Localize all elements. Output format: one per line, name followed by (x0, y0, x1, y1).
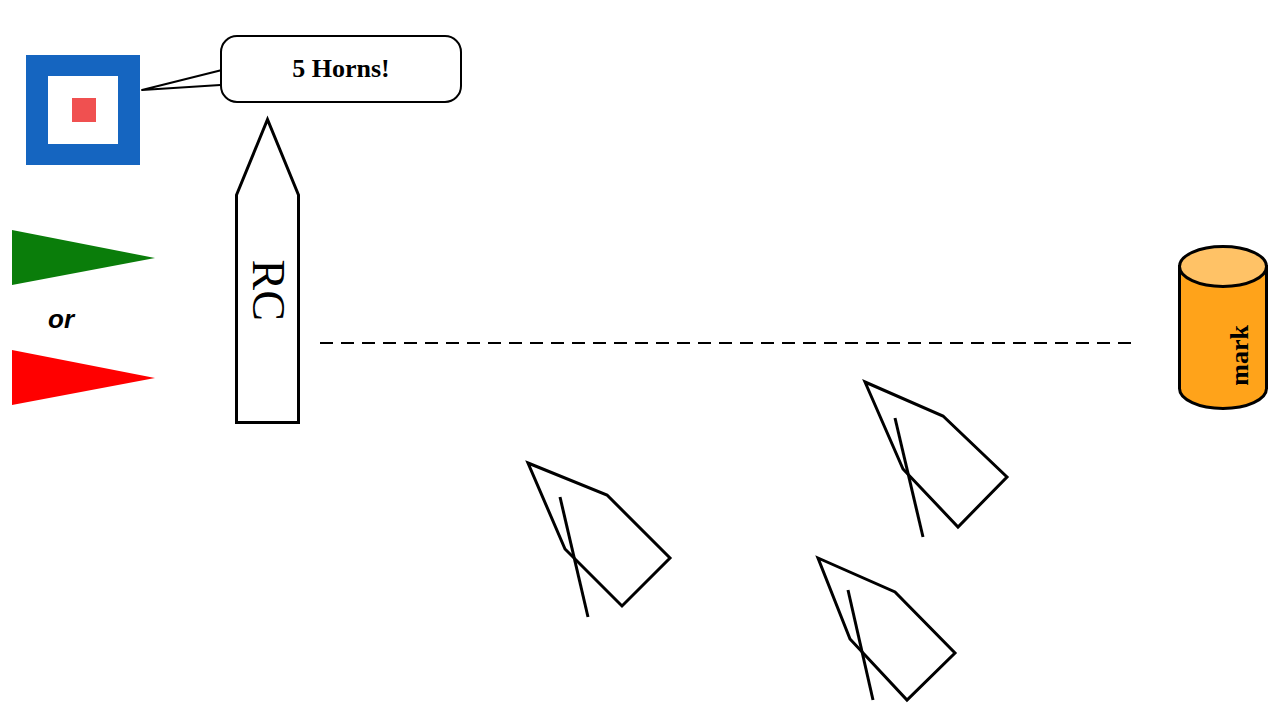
bubble-outline (221, 36, 461, 102)
flag-white (48, 76, 118, 144)
node-outline (1178, 245, 1268, 410)
boom (848, 590, 873, 700)
cylinder-top (1180, 247, 1267, 287)
node-text: RC (242, 259, 293, 320)
flag-blue (26, 55, 140, 165)
speech-bubble: 5 Horns! (220, 35, 462, 103)
committee-boat: RC (235, 118, 300, 424)
mark-buoy: mark (1178, 245, 1268, 410)
red-pennant (12, 350, 155, 405)
node-text: 5 Horns! (292, 55, 390, 84)
green-pennant (12, 230, 155, 285)
sailboat (818, 558, 955, 700)
node-text: mark (1226, 325, 1255, 386)
boat-outline (237, 120, 299, 423)
or-label: or (48, 304, 74, 335)
sailboat (528, 463, 670, 606)
flag-red (72, 98, 96, 122)
boom (560, 497, 588, 617)
sailboat (865, 382, 1007, 527)
boom (895, 418, 923, 537)
start-line (320, 342, 1135, 344)
code-flag (26, 55, 140, 165)
